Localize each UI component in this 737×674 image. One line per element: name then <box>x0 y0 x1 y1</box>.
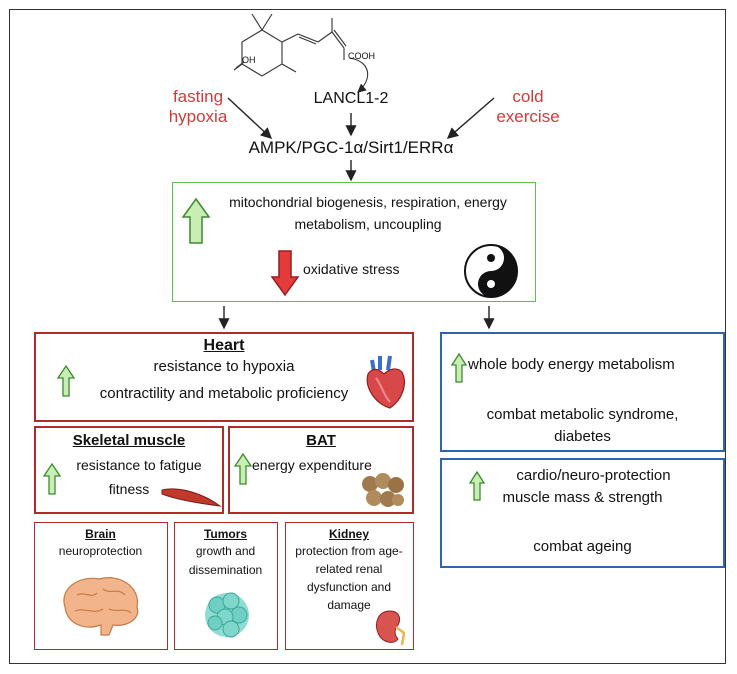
muscle-icon <box>161 488 222 507</box>
bat-line-1: energy expenditure <box>252 457 372 473</box>
up-arrow-icon <box>56 364 76 397</box>
stimulus-exercise: exercise <box>496 107 560 126</box>
heart-title: Heart <box>203 337 245 354</box>
brain-line-1: neuroprotection <box>58 544 143 558</box>
stimulus-fasting: fasting <box>172 87 224 106</box>
heart-organ-icon <box>366 355 405 409</box>
heart-line-1: resistance to hypoxia <box>153 358 295 375</box>
mito-up-line-1: mitochondrial biogenesis, respiration, e… <box>229 194 507 210</box>
up-arrow-icon <box>42 462 62 495</box>
bat-title: BAT <box>306 432 336 449</box>
kidney-icon <box>376 610 406 646</box>
stimulus-cold: cold <box>512 87 544 106</box>
right-stimuli: cold exercise <box>478 87 578 127</box>
arrow-right-stimulus <box>446 97 495 139</box>
whole-body-up-text: whole body energy metabolism <box>468 356 675 373</box>
mito-up-text: mitochondrial biogenesis, respiration, e… <box>203 191 533 235</box>
skeletal-line-1: resistance to fatigue <box>76 457 202 473</box>
oxidative-stress-text: oxidative stress <box>303 261 400 277</box>
whole-body-box: whole body energy metabolism combat meta… <box>440 332 725 452</box>
mitochondria-box: mitochondrial biogenesis, respiration, e… <box>172 182 536 302</box>
whole-body-result-line-2: diabetes <box>554 428 611 445</box>
kidney-title: Kidney <box>328 527 369 541</box>
whole-body-result-line-1: combat metabolic syndrome, <box>486 406 679 423</box>
up-arrow-icon <box>450 352 468 383</box>
kidney-line-3: dysfunction and <box>306 580 392 594</box>
tumors-line-1: growth and <box>195 544 256 558</box>
bat-box: BAT energy expenditure <box>228 426 414 514</box>
up-arrow-icon <box>181 197 211 244</box>
abscisic-acid-molecule <box>233 13 369 93</box>
brain-icon <box>63 577 139 636</box>
kidney-box: Kidney protection from age- related rena… <box>285 522 414 650</box>
tumors-title: Tumors <box>203 527 248 541</box>
whole-body-result: combat metabolic syndrome, diabetes <box>442 404 723 448</box>
brain-box: Brain neuroprotection <box>34 522 168 650</box>
molecule-oh-label: OH <box>242 55 256 65</box>
pathway-label: AMPK/PGC-1α/Sirt1/ERRα <box>248 138 454 157</box>
skeletal-title: Skeletal muscle <box>72 432 186 449</box>
brown-fat-icon <box>362 473 404 507</box>
brain-title: Brain <box>85 527 116 541</box>
ageing-result: combat ageing <box>533 538 632 555</box>
arrow-left-stimulus <box>227 97 273 139</box>
up-arrow-icon <box>233 452 253 485</box>
heart-box: Heart resistance to hypoxia contractilit… <box>34 332 414 422</box>
ageing-up-line-2: muscle mass & strength <box>502 489 663 506</box>
ageing-box: cardio/neuro-protection muscle mass & st… <box>440 458 725 568</box>
kidney-line-1: protection from age- <box>295 544 403 558</box>
tumors-line-2: dissemination <box>188 563 263 577</box>
kidney-line-4: damage <box>327 598 371 612</box>
kidney-line-2: related renal <box>315 562 383 576</box>
tumors-box: Tumors growth and dissemination <box>174 522 278 650</box>
tumor-cells-icon <box>205 592 249 638</box>
left-stimuli: fasting hypoxia <box>148 87 248 127</box>
skeletal-line-2: fitness <box>108 481 150 497</box>
up-arrow-icon <box>468 470 486 501</box>
ageing-up-line-1: cardio/neuro-protection <box>516 467 671 484</box>
figure-frame <box>9 9 726 664</box>
heart-line-2: contractility and metabolic proficiency <box>99 385 349 402</box>
stimulus-hypoxia: hypoxia <box>168 107 228 126</box>
mito-up-line-2: metabolism, uncoupling <box>294 216 442 232</box>
molecule-cooh-label: COOH <box>348 51 375 61</box>
down-arrow-icon <box>270 250 300 297</box>
lancl-label: LANCL1-2 <box>313 90 389 107</box>
ageing-up-text: cardio/neuro-protection muscle mass & st… <box>442 465 723 509</box>
yin-yang-icon <box>464 244 518 298</box>
skeletal-muscle-box: Skeletal muscle resistance to fatigue fi… <box>34 426 224 514</box>
